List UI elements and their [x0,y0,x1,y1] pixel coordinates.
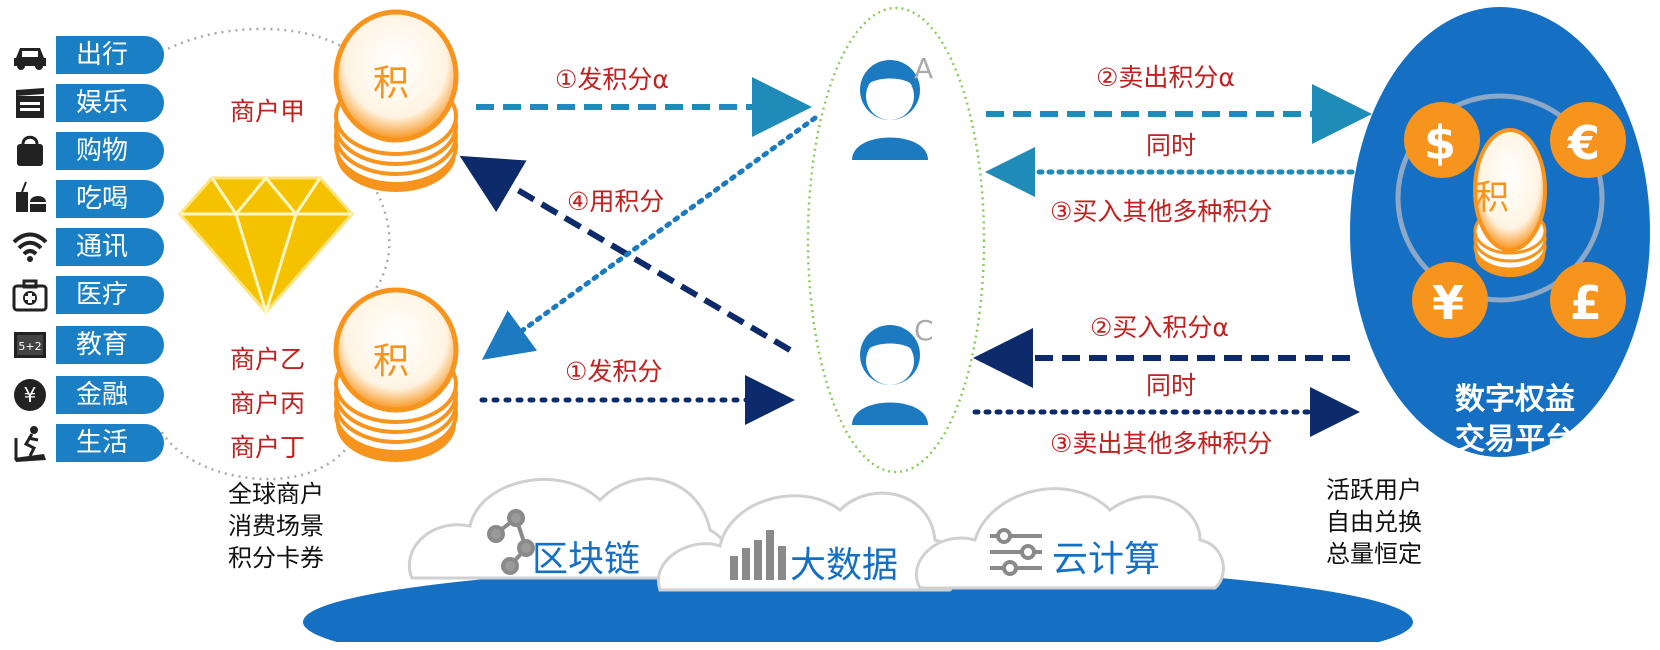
blockchain-icon [487,509,535,575]
category-arc-middle [368,179,391,291]
arrow-use-points [459,155,792,353]
category-item[interactable]: 金融 [56,376,164,414]
step-buy-others: ③买入其他多种积分 [1050,197,1273,226]
yen-coin-icon [1412,262,1488,338]
svg-text:¥: ¥ [24,383,37,407]
category-item[interactable]: 教育 [56,326,164,364]
base-platform-title: 积分交易暨数字权益交易平台 [522,602,1042,648]
user-c-icon [852,325,928,425]
yen-coin-icon: ¥ [10,376,50,414]
sliders-icon [990,528,1042,576]
scene-line-3: 积分卡券 [228,544,324,572]
step-issue: ①发积分 [565,357,663,386]
coin-stack-bottom [333,287,459,462]
dollar-coin-icon [1404,102,1480,178]
step-sell-others: ③卖出其他多种积分 [1050,429,1273,458]
food-drink-icon [10,180,50,218]
euro-symbol: € [1568,116,1601,170]
medical-kit-icon [10,276,50,314]
user-c-label: C [914,314,934,347]
step-simultaneous-2: 同时 [1146,371,1197,400]
shopping-bag-icon [10,132,50,170]
step-buy-alpha: ②买入积分α [1090,313,1229,342]
category-item[interactable]: 娱乐 [56,84,164,122]
active-line-2: 自由兑换 [1326,508,1422,536]
users-group-ellipse [806,6,986,474]
pound-coin-icon [1550,262,1626,338]
category-arc-top [161,27,361,61]
cloud-blockchain-label: 区块链 [532,539,641,580]
cloud-computing [914,487,1225,590]
cloud-blockchain [407,477,731,580]
category-arc-bottom [160,431,346,481]
cloud-computing-label: 云计算 [1052,539,1161,580]
category-item[interactable]: 出行 [56,36,164,74]
platform-title-line-1: 数字权益 [1455,382,1575,417]
coin-stack-top [333,9,459,192]
cloud-bigdata-label: 大数据 [790,545,899,586]
euro-coin-icon [1550,102,1626,178]
merchant-d-label: 商户丁 [230,433,306,462]
yen-symbol: ¥ [1432,276,1465,330]
dollar-symbol: $ [1424,116,1457,170]
scene-line-2: 消费场景 [228,512,324,540]
step-issue-alpha: ①发积分α [555,65,669,94]
treadmill-runner-icon [10,424,50,462]
car-icon [10,36,50,74]
category-item[interactable]: 购物 [56,132,164,170]
arrow-to-bottom-coin [481,115,818,360]
scene-line-1: 全球商户 [228,480,324,508]
film-clapper-icon [10,84,50,122]
platform-coin-char: 积 [1475,178,1509,218]
merchant-c-label: 商户丙 [230,389,306,418]
step-sell-alpha: ②卖出积分α [1096,63,1235,92]
platform-coin-stack [1473,128,1547,277]
coin-top-char: 积 [373,63,410,104]
coin-bottom-char: 积 [373,341,410,382]
active-line-1: 活跃用户 [1326,476,1422,504]
active-line-3: 总量恒定 [1326,540,1422,568]
blackboard-icon: 5+2 [10,326,50,364]
category-item[interactable]: 吃喝 [56,180,164,218]
user-a-icon [852,60,928,160]
step-simultaneous-1: 同时 [1146,131,1197,160]
category-item[interactable]: 通讯 [56,228,164,266]
svg-text:5+2: 5+2 [18,340,41,353]
wifi-icon [10,228,50,266]
diamond-icon [177,175,355,318]
merchant-a-label: 商户甲 [230,97,306,126]
category-item[interactable]: 医疗 [56,276,164,314]
step-use-points: ④用积分 [567,187,665,216]
merchant-b-label: 商户乙 [230,345,306,374]
pound-symbol: £ [1570,276,1603,330]
platform-title-line-2: 交易平台 [1455,422,1575,457]
platform-ring [1395,93,1605,303]
user-a-label: A [914,52,934,85]
bigdata-icon [730,530,786,580]
category-item[interactable]: 生活 [56,424,164,462]
